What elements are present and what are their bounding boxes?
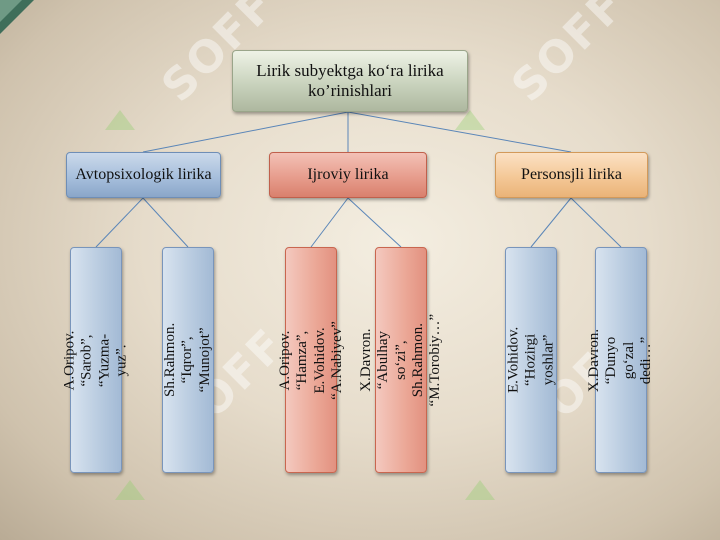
leaf-node: X.Davron. “Dunyo go‘zal dedi…” <box>587 247 654 473</box>
category-ijroviy: Ijroviy lirika <box>269 152 427 198</box>
leaf-node: Sh.Rahmon. “Iqror”, “Munojot” <box>162 247 214 473</box>
connector-line <box>530 197 572 248</box>
connector-line <box>142 111 349 153</box>
connector-line <box>570 197 622 248</box>
leaf-label: E.Vohidov. “Hozirgi yoshlar” <box>505 326 556 394</box>
root-label: Lirik subyektga ko‘ra lirika ko’rinishla… <box>256 61 444 100</box>
soff-logo-icon <box>105 110 135 130</box>
leaf-label: A.Oripov. “Sarob”, “Yuzma-yuz”. <box>61 330 130 390</box>
leaf-label: X.Davron. “Abulhay so‘zi”, Sh.Rahmon. “M… <box>357 313 443 407</box>
category-label: Ijroviy lirika <box>307 165 389 183</box>
connector-line <box>347 111 572 153</box>
leaf-node: E.Vohidov. “Hozirgi yoshlar” <box>505 247 557 473</box>
soff-logo-icon <box>455 110 485 130</box>
connector-line <box>95 197 144 248</box>
category-label: Avtopsixologik lirika <box>75 165 212 183</box>
corner-triangle-inner <box>0 0 22 22</box>
leaf-label: Sh.Rahmon. “Iqror”, “Munojot” <box>162 322 213 398</box>
category-personsjli: Personsjli lirika <box>495 152 648 198</box>
soff-logo-icon <box>465 480 495 500</box>
connector-line <box>347 197 402 248</box>
connector-line <box>310 197 349 248</box>
leaf-node: A.Oripov. “Sarob”, “Yuzma-yuz”. <box>62 247 129 473</box>
category-label: Personsjli lirika <box>521 165 622 183</box>
leaf-label: X.Davron. “Dunyo go‘zal dedi…” <box>586 328 655 392</box>
leaf-label: A.Oripov. “Hamza”, E.Vohidov. “A.Nabiyev… <box>276 320 345 400</box>
soff-logo-icon <box>115 480 145 500</box>
category-avtopsixologik: Avtopsixologik lirika <box>66 152 221 198</box>
root-node: Lirik subyektga ko‘ra lirika ko’rinishla… <box>232 50 468 112</box>
leaf-node: X.Davron. “Abulhay so‘zi”, Sh.Rahmon. “M… <box>358 247 443 473</box>
leaf-node: A.Oripov. “Hamza”, E.Vohidov. “A.Nabiyev… <box>277 247 344 473</box>
connector-line <box>142 197 189 248</box>
